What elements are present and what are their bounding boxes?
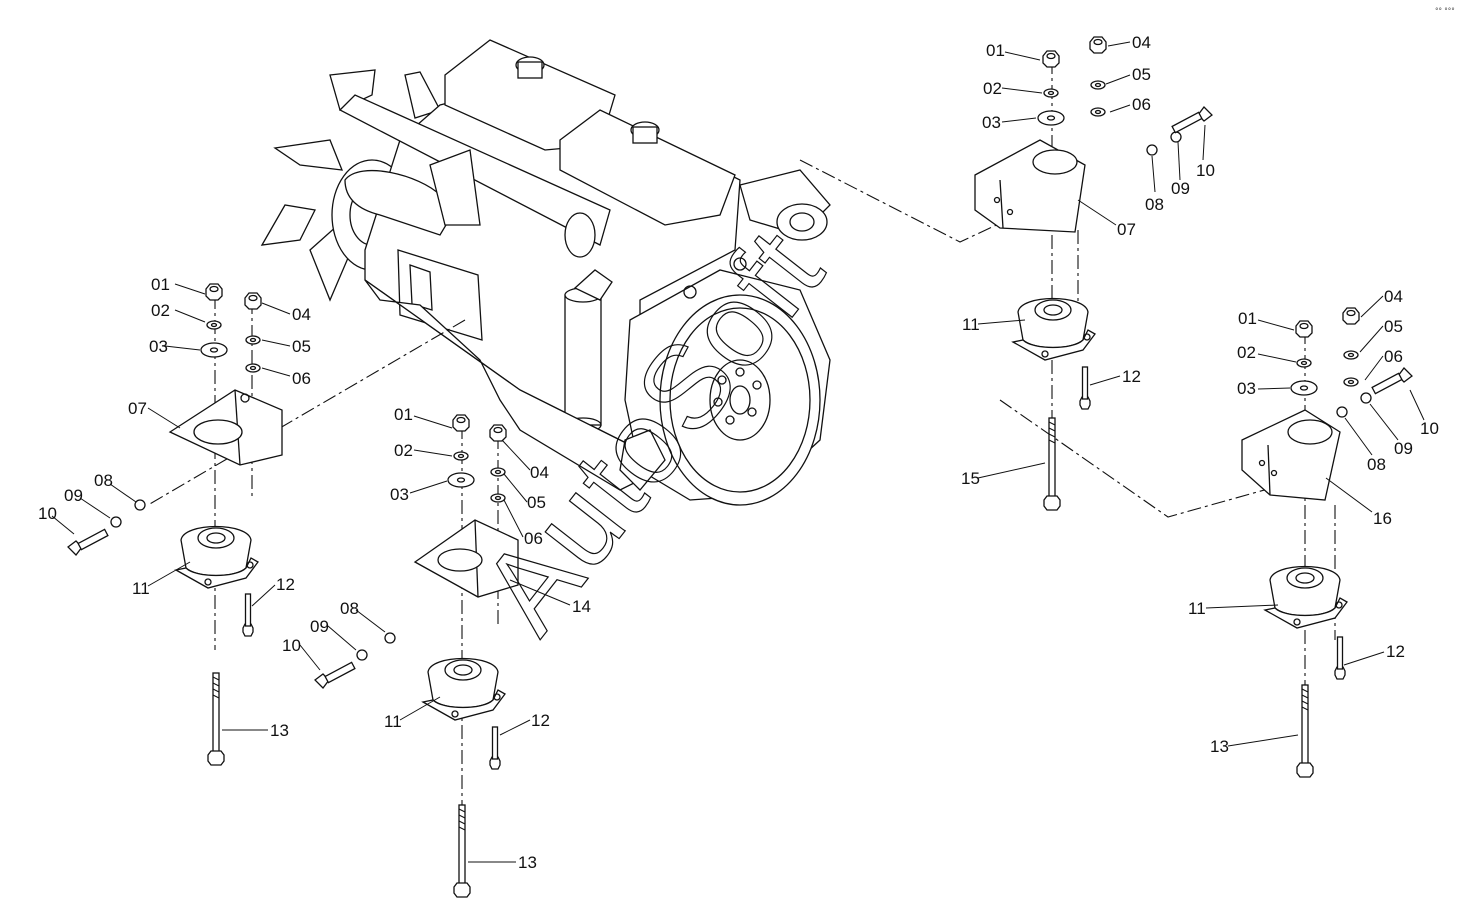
center-label-14: 14 bbox=[572, 597, 591, 616]
upper-right-label-12: 12 bbox=[1122, 367, 1141, 386]
lower-right-label-01: 01 bbox=[1238, 309, 1257, 328]
left-label-03: 03 bbox=[149, 337, 168, 356]
lower-right-label-08: 08 bbox=[1367, 455, 1386, 474]
left-labels: 01 02 03 04 05 06 07 08 09 10 11 12 13 bbox=[38, 275, 311, 740]
left-label-07: 07 bbox=[128, 399, 147, 418]
upper-right-label-10: 10 bbox=[1196, 161, 1215, 180]
center-label-04: 04 bbox=[530, 463, 549, 482]
left-label-04: 04 bbox=[292, 305, 311, 324]
lower-right-label-03: 03 bbox=[1237, 379, 1256, 398]
upper-right-label-09: 09 bbox=[1171, 179, 1190, 198]
center-label-01: 01 bbox=[394, 405, 413, 424]
left-mount-group bbox=[67, 283, 466, 766]
upper-right-labels: 01 02 03 04 05 06 07 08 09 10 11 12 15 bbox=[961, 33, 1215, 488]
center-label-06: 06 bbox=[524, 529, 543, 548]
lower-right-label-02: 02 bbox=[1237, 343, 1256, 362]
center-label-05: 05 bbox=[527, 493, 546, 512]
left-label-05: 05 bbox=[292, 337, 311, 356]
lower-right-label-13: 13 bbox=[1210, 737, 1229, 756]
upper-right-label-02: 02 bbox=[983, 79, 1002, 98]
center-label-08: 08 bbox=[340, 599, 359, 618]
lower-right-label-10: 10 bbox=[1420, 419, 1439, 438]
center-mount-group bbox=[314, 414, 519, 898]
lower-right-label-09: 09 bbox=[1394, 439, 1413, 458]
upper-right-label-01: 01 bbox=[986, 41, 1005, 60]
left-label-06: 06 bbox=[292, 369, 311, 388]
center-labels: 01 02 03 04 05 06 14 08 09 10 11 12 13 bbox=[282, 405, 591, 872]
lower-right-label-05: 05 bbox=[1384, 317, 1403, 336]
upper-right-label-05: 05 bbox=[1132, 65, 1151, 84]
lower-right-label-12: 12 bbox=[1386, 642, 1405, 661]
corner-mark: °° °°° bbox=[1435, 7, 1455, 15]
lower-right-label-06: 06 bbox=[1384, 347, 1403, 366]
lower-right-mount-group bbox=[1241, 307, 1413, 778]
lower-right-label-16: 16 bbox=[1373, 509, 1392, 528]
center-label-13: 13 bbox=[518, 853, 537, 872]
engine-block-drawing bbox=[260, 39, 831, 506]
upper-right-label-08: 08 bbox=[1145, 195, 1164, 214]
upper-right-label-15: 15 bbox=[961, 469, 980, 488]
center-label-03: 03 bbox=[390, 485, 409, 504]
left-label-09: 09 bbox=[64, 486, 83, 505]
upper-right-mount-group bbox=[799, 36, 1301, 518]
left-label-12: 12 bbox=[276, 575, 295, 594]
upper-right-label-11: 11 bbox=[962, 315, 980, 334]
left-label-02: 02 bbox=[151, 301, 170, 320]
lower-right-label-11: 11 bbox=[1188, 599, 1206, 618]
upper-right-label-04: 04 bbox=[1132, 33, 1151, 52]
left-label-10: 10 bbox=[38, 504, 57, 523]
center-label-09: 09 bbox=[310, 617, 329, 636]
center-label-12: 12 bbox=[531, 711, 550, 730]
left-label-08: 08 bbox=[94, 471, 113, 490]
center-label-02: 02 bbox=[394, 441, 413, 460]
upper-right-label-07: 07 bbox=[1117, 220, 1136, 239]
left-label-11: 11 bbox=[132, 579, 150, 598]
lower-right-label-04: 04 bbox=[1384, 287, 1403, 306]
center-label-10: 10 bbox=[282, 636, 301, 655]
left-label-01: 01 bbox=[151, 275, 170, 294]
upper-right-label-03: 03 bbox=[982, 113, 1001, 132]
center-label-11: 11 bbox=[384, 712, 402, 731]
left-label-13: 13 bbox=[270, 721, 289, 740]
lower-right-labels: 01 02 03 04 05 06 16 08 09 10 11 12 13 bbox=[1188, 287, 1439, 756]
upper-right-label-06: 06 bbox=[1132, 95, 1151, 114]
